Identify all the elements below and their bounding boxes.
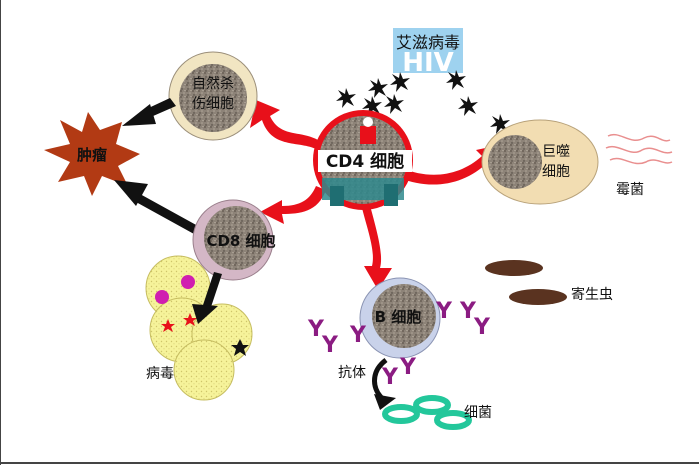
bacteria-label: 细菌 <box>464 405 492 421</box>
arrow-nk-tumor-head <box>122 104 156 126</box>
arrow-cd4-to-macrophage <box>400 144 504 185</box>
antibody: Y <box>307 317 325 342</box>
mold-filament <box>609 157 673 165</box>
arrow-cd8-to-tumor <box>114 180 198 234</box>
virus-particle-black <box>231 339 249 356</box>
cd4-city-block <box>330 186 344 206</box>
virus-label: 病毒 <box>146 366 174 382</box>
antibody: Y <box>473 315 491 340</box>
hiv-badge-text: HIV <box>402 48 454 78</box>
virus-particle-red <box>183 313 197 326</box>
mold <box>605 133 673 165</box>
cd4-figure-head <box>363 117 373 127</box>
cd4-city-block <box>384 184 398 206</box>
arrow-bcell-bacteria-head <box>374 394 396 410</box>
macrophage-nucleus <box>488 135 542 189</box>
bcell-label: B 细胞 <box>375 308 422 326</box>
parasite <box>509 289 567 305</box>
hiv-particle <box>362 96 382 116</box>
bcell-core <box>372 284 436 348</box>
macrophage-label-line1: 巨噬 <box>542 144 570 160</box>
arrow-nk-to-tumor <box>122 98 176 126</box>
tumor: 肿瘤 <box>44 112 140 196</box>
cd4-label: CD4 细胞 <box>326 151 404 172</box>
antibody: Y <box>381 365 399 390</box>
antibody: Y <box>349 323 367 348</box>
b-cell: B 细胞 <box>359 277 441 359</box>
arrow-cd8-virus-head <box>192 304 218 324</box>
arrow-cd8-virus-shaft <box>202 272 222 310</box>
virus-particle-magenta <box>155 290 169 304</box>
hiv-particle <box>368 78 388 98</box>
virus-particle-magenta <box>181 275 195 289</box>
bacteria <box>382 395 472 430</box>
cd8-cell: CD8 细胞 <box>192 199 276 281</box>
antibody-label: 抗体 <box>338 365 366 381</box>
macrophage: 巨噬 细胞 <box>481 119 599 205</box>
parasite-label: 寄生虫 <box>571 286 613 303</box>
mold-label: 霉菌 <box>616 182 644 198</box>
bacterium <box>413 395 451 415</box>
arrow-cd4-to-nk <box>250 100 318 150</box>
tumor-shape <box>44 112 140 196</box>
hiv-label-group: HIV 艾滋病毒 <box>393 28 463 78</box>
arrow-cd4-to-cd8 <box>260 186 326 224</box>
hiv-title: 艾滋病毒 <box>396 33 460 52</box>
antibody: Y <box>459 299 477 324</box>
parasite <box>485 260 543 276</box>
nk-core <box>179 64 247 132</box>
nk-label-line1: 自然杀 <box>192 75 234 92</box>
hiv-particle <box>390 72 410 92</box>
antibody: Y <box>321 333 339 358</box>
arrow-cd4-to-bcell <box>360 198 392 290</box>
nk-cell: 自然杀 伤细胞 <box>168 51 258 141</box>
hiv-particle <box>446 70 466 90</box>
cd8-core <box>204 206 268 270</box>
infected-cells <box>145 255 253 401</box>
hiv-particles <box>336 70 510 134</box>
infected-cell <box>173 339 235 401</box>
cd4-label-bg <box>318 150 412 172</box>
hiv-particle <box>336 88 356 108</box>
antibody: Y <box>435 299 453 324</box>
antibodies: Y Y Y Y Y Y Y Y <box>307 299 491 390</box>
arrow-cd8-to-virus <box>192 272 222 324</box>
hiv-particle <box>384 94 404 114</box>
cd8-label: CD8 细胞 <box>206 232 275 250</box>
nk-label-line2: 伤细胞 <box>192 96 234 112</box>
arrow-cd8-tumor-head <box>114 180 148 206</box>
arrow-cd8-tumor-shaft <box>136 194 198 234</box>
virus-particle-red <box>161 319 175 332</box>
arrow-bcell-to-bacteria <box>372 358 396 410</box>
mold-filament <box>605 145 673 154</box>
bacterium <box>382 404 420 424</box>
bacterium <box>434 410 472 430</box>
hiv-badge-box <box>393 28 463 73</box>
hiv-particle <box>458 96 478 116</box>
macrophage-label-line2: 细胞 <box>542 164 570 180</box>
parasites <box>485 260 567 305</box>
cd4-cell: CD4 细胞 <box>313 110 413 210</box>
cd4-red-arrows <box>250 100 504 290</box>
mold-filament <box>607 133 671 142</box>
cd4-red-figure <box>360 126 376 144</box>
antibody: Y <box>399 355 417 380</box>
tumor-label: 肿瘤 <box>77 146 107 164</box>
